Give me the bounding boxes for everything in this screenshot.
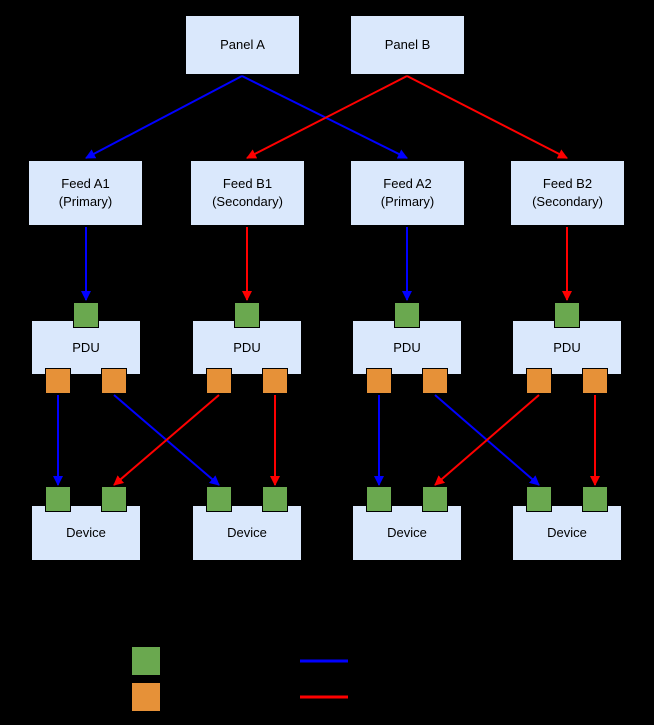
panel-a-label: Panel A <box>220 37 265 53</box>
device-2-input-port-right <box>262 486 288 512</box>
pdu-2-label: PDU <box>233 339 261 355</box>
device-1-node: Device <box>31 505 141 561</box>
pdu-2-output-port-left <box>206 368 232 394</box>
device-3-input-port-left <box>366 486 392 512</box>
pdu-1-output-port-right <box>101 368 127 394</box>
pdu-3-label: PDU <box>393 339 421 355</box>
pdu-1-output-port-left <box>45 368 71 394</box>
feed-a1-node: Feed A1 (Primary) <box>28 160 143 226</box>
legend-input-port-swatch <box>131 646 161 676</box>
feed-b2-node: Feed B2 (Secondary) <box>510 160 625 226</box>
device-4-input-port-left <box>526 486 552 512</box>
feed-b2-name: Feed B2 <box>542 176 593 192</box>
device-1-input-port-left <box>45 486 71 512</box>
device-2-label: Device <box>227 525 267 541</box>
device-1-label: Device <box>66 525 106 541</box>
feed-b1-node: Feed B1 (Secondary) <box>190 160 305 226</box>
pdu-4-output-port-left <box>526 368 552 394</box>
panel-b-node: Panel B <box>350 15 465 75</box>
pdu-2-node: PDU <box>192 320 302 375</box>
device-3-label: Device <box>387 525 427 541</box>
feed-a2-name: Feed A2 <box>383 176 432 192</box>
feed-b1-role: (Secondary) <box>212 194 283 209</box>
device-4-node: Device <box>512 505 622 561</box>
legend-output-port-swatch <box>131 682 161 712</box>
pdu-3-output-port-left <box>366 368 392 394</box>
edge-pdu-1-to-device-2 <box>113 394 220 486</box>
device-3-input-port-right <box>422 486 448 512</box>
device-1-input-port-right <box>101 486 127 512</box>
device-4-label: Device <box>547 525 587 541</box>
pdu-4-node: PDU <box>512 320 622 375</box>
feed-a2-role: (Primary) <box>380 194 435 209</box>
edge-panel-a-to-feed-a1 <box>85 75 243 159</box>
pdu-4-input-port <box>554 302 580 328</box>
pdu-3-input-port <box>394 302 420 328</box>
feed-b2-role: (Secondary) <box>532 194 603 209</box>
edge-panel-b-to-feed-b1 <box>246 75 408 159</box>
pdu-1-node: PDU <box>31 320 141 375</box>
panel-a-node: Panel A <box>185 15 300 75</box>
pdu-3-output-port-right <box>422 368 448 394</box>
feed-a1-name: Feed A1 <box>61 176 110 192</box>
pdu-4-label: PDU <box>553 339 581 355</box>
device-2-input-port-left <box>206 486 232 512</box>
edge-pdu-4-to-device-3 <box>434 394 540 486</box>
edge-pdu-2-to-device-1 <box>113 394 220 486</box>
edge-panel-b-to-feed-b2 <box>406 75 568 159</box>
feed-a1-role: (Primary) <box>58 194 113 209</box>
feed-b1-name: Feed B1 <box>222 176 273 192</box>
edge-panel-a-to-feed-a2 <box>241 75 408 159</box>
pdu-1-label: PDU <box>72 339 100 355</box>
pdu-3-node: PDU <box>352 320 462 375</box>
edge-pdu-3-to-device-4 <box>434 394 540 486</box>
feed-a2-node: Feed A2 (Primary) <box>350 160 465 226</box>
panel-b-label: Panel B <box>384 37 431 53</box>
pdu-2-input-port <box>234 302 260 328</box>
pdu-2-output-port-right <box>262 368 288 394</box>
device-2-node: Device <box>192 505 302 561</box>
device-3-node: Device <box>352 505 462 561</box>
pdu-1-input-port <box>73 302 99 328</box>
device-4-input-port-right <box>582 486 608 512</box>
pdu-4-output-port-right <box>582 368 608 394</box>
